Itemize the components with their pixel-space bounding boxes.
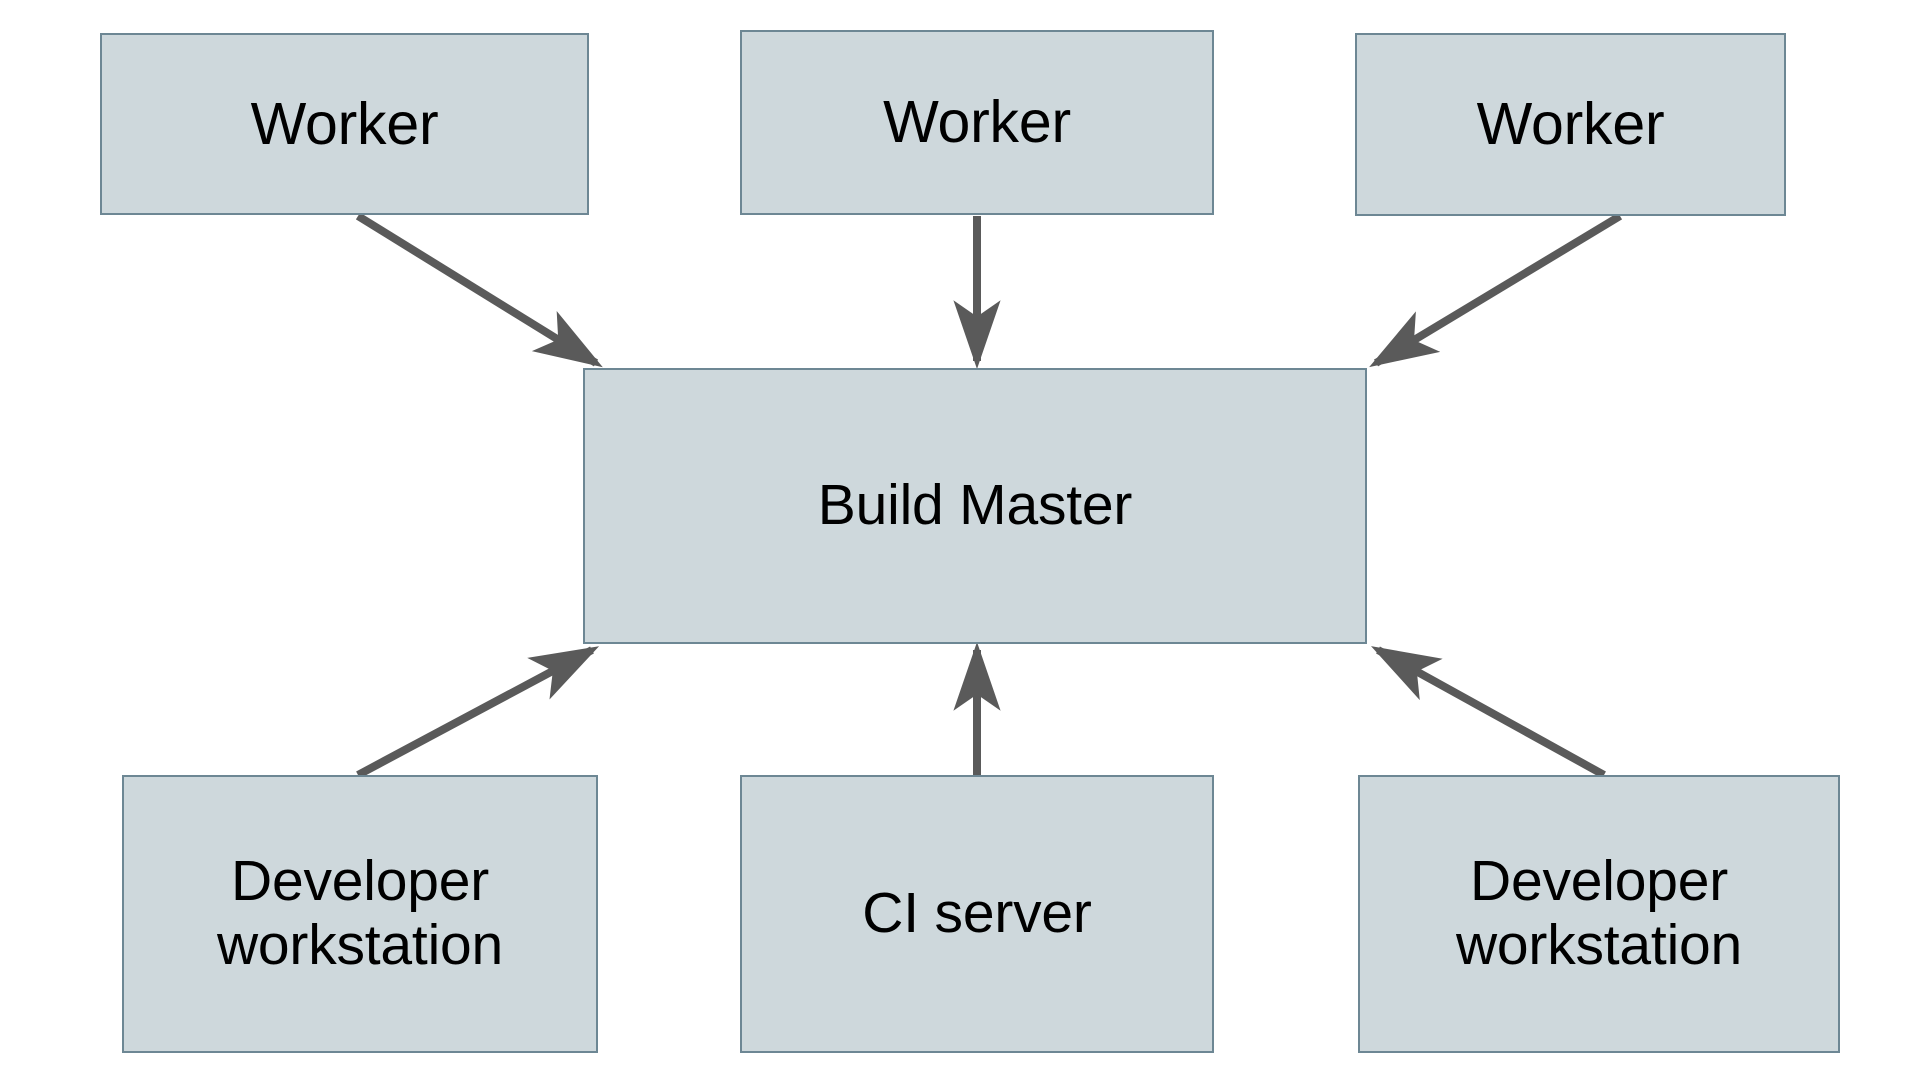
node-developer-workstation-2[interactable]: Developer workstation [1358, 775, 1840, 1053]
edge-devws1-to-master [356, 646, 600, 779]
node-worker-1[interactable]: Worker [100, 33, 589, 215]
node-ci-server[interactable]: CI server [740, 775, 1214, 1053]
node-worker-3[interactable]: Worker [1355, 33, 1786, 216]
edge-devws2-to-master [1370, 646, 1606, 779]
edge-worker1-to-master [355, 212, 603, 368]
node-worker-3-label: Worker [1476, 91, 1665, 158]
node-worker-2[interactable]: Worker [740, 30, 1214, 215]
node-ci-server-label: CI server [862, 881, 1092, 946]
node-developer-workstation-1-label: Developer workstation [216, 849, 504, 977]
node-build-master[interactable]: Build Master [583, 368, 1367, 644]
node-worker-1-label: Worker [250, 90, 439, 157]
node-worker-2-label: Worker [883, 89, 1071, 156]
node-build-master-label: Build Master [817, 473, 1133, 538]
edge-master-to-worker3 [1369, 212, 1623, 368]
node-developer-workstation-1[interactable]: Developer workstation [122, 775, 598, 1053]
node-developer-workstation-2-label: Developer workstation [1455, 849, 1743, 977]
